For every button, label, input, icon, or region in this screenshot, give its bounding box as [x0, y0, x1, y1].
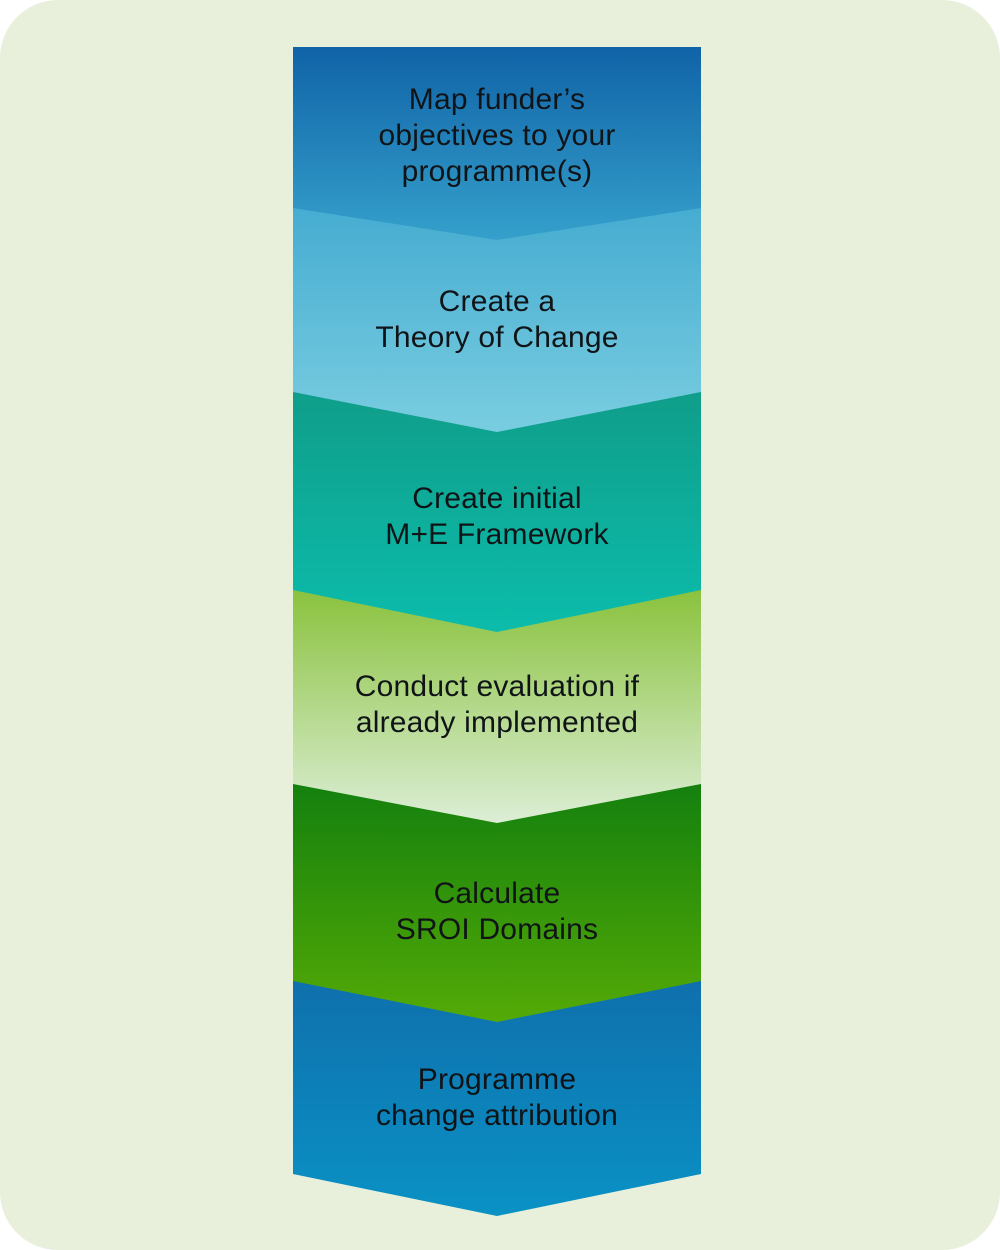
step-3-label: Create initial M+E Framework [385, 482, 609, 551]
step-2-label: Create a Theory of Change [375, 285, 619, 354]
step-3-chevron: Create initial M+E Framework [293, 392, 701, 632]
step-5-chevron: Calculate SROI Domains [293, 784, 701, 1022]
step-1-label: Map funder’s objectives to your programm… [378, 82, 616, 188]
step-5-label: Calculate SROI Domains [395, 877, 599, 946]
step-2-chevron: Create a Theory of Change [293, 208, 701, 432]
chevron-process-diagram: Map funder’s objectives to your programm… [293, 0, 701, 1250]
step-6-label: Programme change attribution [375, 1063, 619, 1132]
step-4-label: Conduct evaluation if already implemente… [354, 669, 640, 739]
step-1-chevron: Map funder’s objectives to your programm… [293, 47, 701, 240]
